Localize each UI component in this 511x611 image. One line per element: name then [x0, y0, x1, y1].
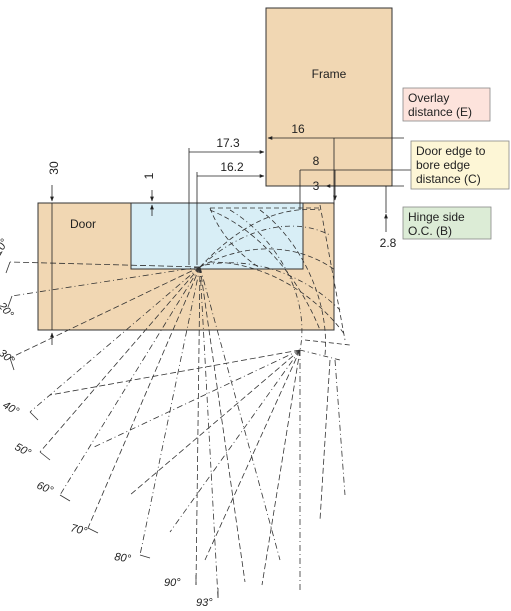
dim-2-8-value: 2.8: [380, 236, 397, 250]
angle-label-30: 30°: [0, 347, 17, 367]
dim-8-value: 8: [313, 154, 320, 168]
angle-label-50: 50°: [13, 441, 34, 460]
swing-line-40: [29, 266, 201, 413]
swing-line-30: [9, 266, 201, 359]
dim-30-value: 30: [47, 161, 61, 175]
frame-label: Frame: [312, 67, 347, 81]
angle-label-90: 90°: [164, 577, 181, 589]
angle-label-80: 80°: [114, 551, 133, 565]
door-edge-callout-text: Door edge to bore edge distance (C): [416, 144, 489, 186]
hinge-side-callout-box: [402, 206, 492, 240]
swing-line-90: [195, 266, 201, 586]
dim-1-value: 1: [142, 172, 156, 179]
dim-3: [325, 184, 404, 213]
angle-label-70: 70°: [69, 522, 89, 538]
hinge-cup: [130, 202, 304, 270]
overlay-callout-text: Overlay distance (E): [408, 91, 472, 119]
dim-16-value: 16: [291, 122, 305, 136]
frame-panel: [265, 7, 393, 187]
angle-ticks: [5, 261, 219, 598]
dim-16: [267, 136, 404, 205]
overlay-callout-box: [402, 87, 491, 122]
door-label: Door: [70, 217, 96, 231]
hinge-side-callout-text: Hinge side O.C. (B): [408, 210, 468, 238]
swing-line-70: [87, 266, 201, 529]
angle-label-93: 93°: [196, 597, 213, 609]
dim-17-3-value: 17.3: [216, 136, 240, 150]
dim-17-3: [188, 148, 265, 265]
dim-3-value: 3: [313, 179, 320, 193]
swing-lines: [9, 204, 351, 599]
angle-label-60: 60°: [35, 480, 55, 498]
swing-line-93: [199, 266, 219, 599]
angle-label-40: 40°: [1, 399, 22, 418]
swing-line-50: [39, 266, 201, 453]
door-edge-callout-box: [410, 140, 510, 190]
angle-label-20: 20°: [0, 299, 16, 321]
swing-line-20: [11, 266, 201, 297]
swing-line-10: [9, 261, 201, 268]
angle-label-10: 10°: [0, 237, 11, 258]
dim-16-2: [196, 172, 265, 265]
dim-16-2-value: 16.2: [220, 160, 244, 174]
dim-8: [299, 169, 412, 210]
